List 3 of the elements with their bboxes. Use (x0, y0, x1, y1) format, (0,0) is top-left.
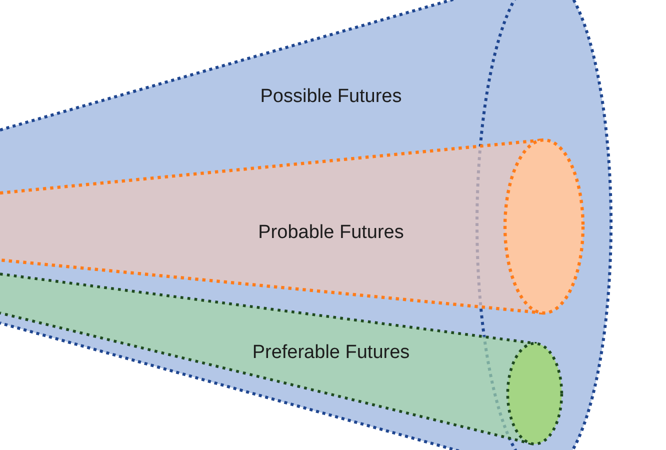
region-label: Possible Futures (260, 86, 402, 108)
region-label: Preferable Futures (252, 342, 410, 364)
region-label: Probable Futures (258, 222, 404, 244)
